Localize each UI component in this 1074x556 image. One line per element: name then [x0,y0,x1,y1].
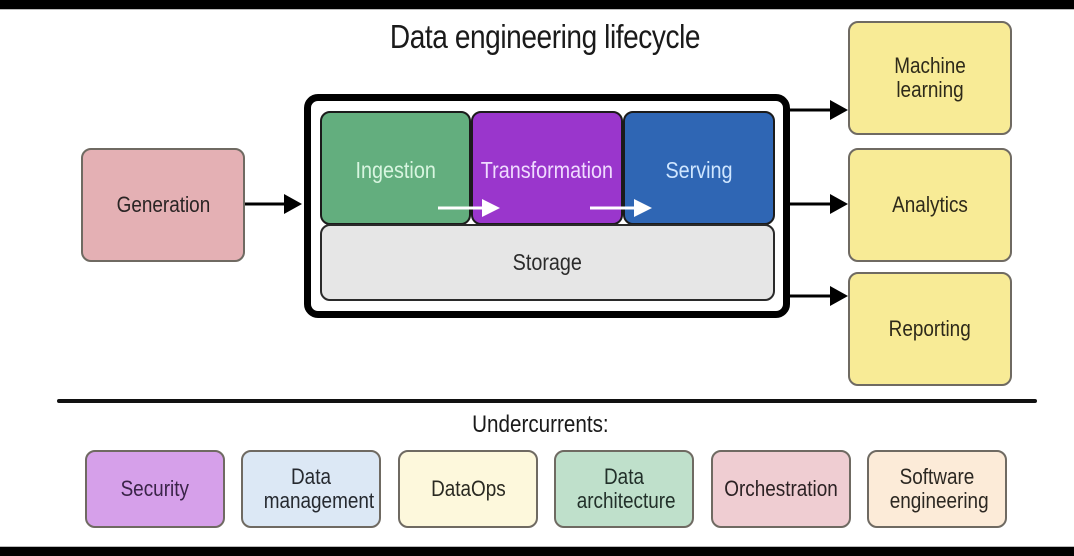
data-management-label: Data management [263,463,375,513]
storage-box: Storage [320,224,775,301]
ingestion-label: Ingestion [355,157,436,183]
output-reporting: Reporting [848,272,1012,386]
undercurrent-security: Security [85,450,225,528]
reporting-label: Reporting [888,315,972,341]
security-label: Security [120,475,190,501]
undercurrent-data-architecture: Data architecture [554,450,694,528]
transformation-label: Transformation [480,157,614,183]
undercurrents-title-text: Undercurrents: [471,411,609,438]
bottom-black-bar [0,546,1074,556]
machine-learning-label: Machine learning [894,52,966,102]
analytics-label: Analytics [892,191,968,217]
orchestration-label: Orchestration [724,475,838,501]
output-analytics: Analytics [848,148,1012,262]
data-architecture-label: Data architecture [576,463,676,513]
section-divider [57,399,1037,403]
undercurrent-dataops: DataOps [398,450,538,528]
stage-transformation: Transformation [471,111,623,225]
diagram-title: Data engineering lifecycle [389,18,701,55]
arrowhead-icon [830,100,848,120]
arrow-generation-to-lifecycle [245,194,302,214]
arrowhead-icon [830,194,848,214]
undercurrent-data-management: Data management [241,450,381,528]
dataops-label: DataOps [430,475,506,501]
arrow-to-analytics [790,194,848,214]
arrowhead-icon [284,194,302,214]
generation-label: Generation [116,191,210,217]
serving-label: Serving [665,157,733,183]
arrow-to-machine-learning [790,100,848,120]
software-engineering-label: Software engineering [889,463,989,513]
storage-label: Storage [512,249,583,275]
undercurrent-software-engineering: Software engineering [867,450,1007,528]
arrowhead-icon [830,286,848,306]
undercurrents-title: Undercurrents: [400,411,680,439]
output-machine-learning: Machine learning [848,21,1012,135]
top-black-bar [0,0,1074,10]
generation-box: Generation [81,148,245,262]
arrow-to-reporting [790,286,848,306]
stage-ingestion: Ingestion [320,111,471,225]
undercurrent-orchestration: Orchestration [711,450,851,528]
stage-serving: Serving [623,111,775,225]
